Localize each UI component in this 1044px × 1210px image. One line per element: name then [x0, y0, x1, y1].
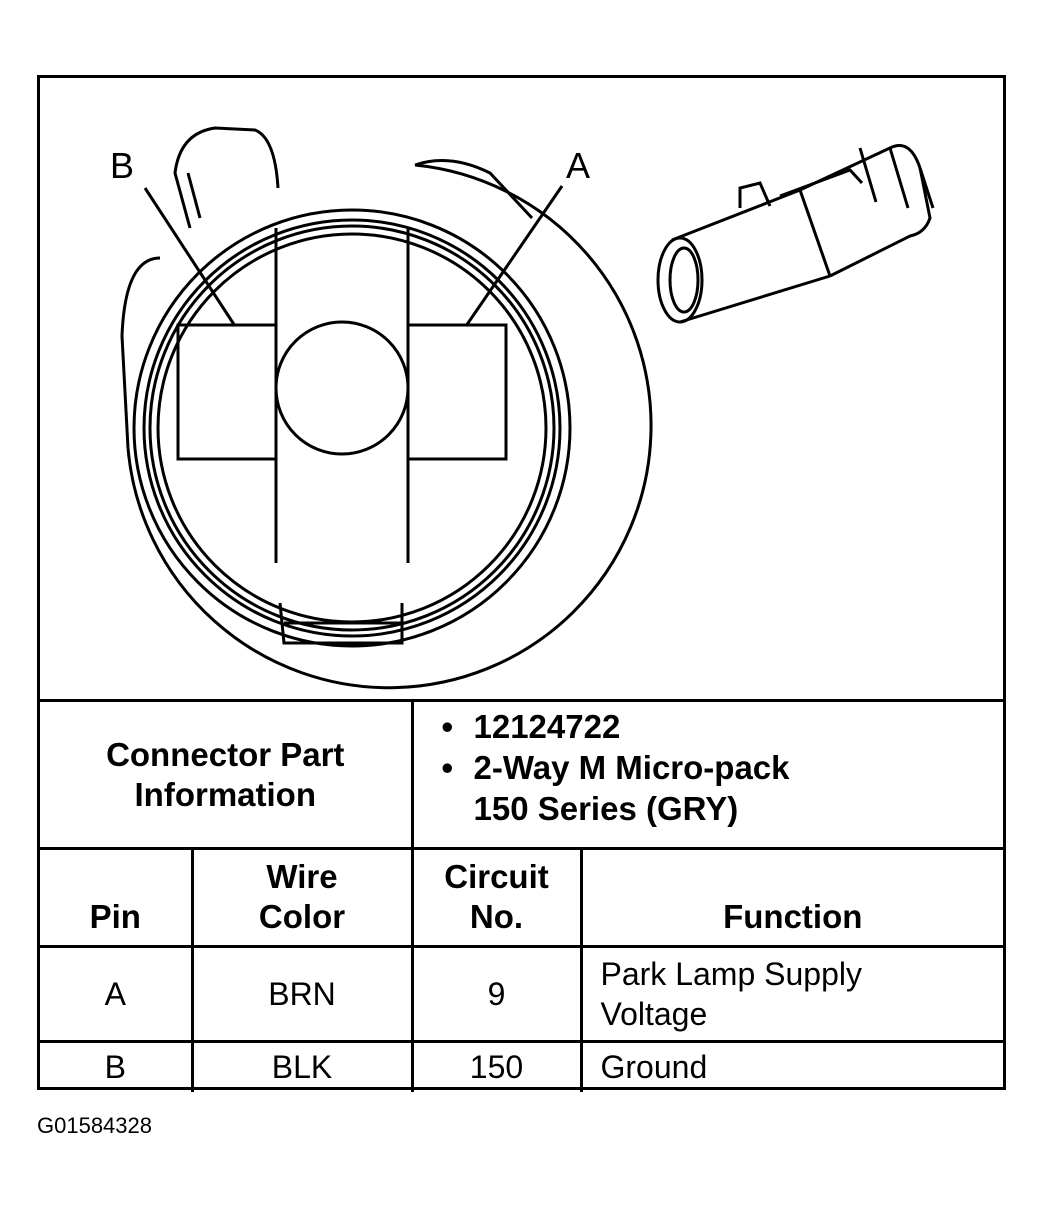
connector-info-table: Connector Part Information 12124722 2-Wa…	[40, 699, 1003, 1092]
wire-color-cell: BRN	[190, 945, 414, 1043]
pin-a-callout: A	[566, 145, 591, 186]
connector-part-info-values: 12124722 2-Way M Micro-pack 150 Series (…	[410, 699, 1004, 850]
connector-side-view	[656, 144, 935, 324]
pin-b-callout: B	[110, 145, 135, 186]
outer-shroud-arc	[126, 163, 653, 690]
table-row: B BLK 150 Ground	[40, 1040, 1003, 1092]
leader-line-a	[464, 185, 564, 327]
function-cell: Ground	[579, 1040, 1003, 1092]
connector-drawing: B A	[40, 78, 1003, 699]
connector-part-info-label: Connector Part Information	[40, 699, 414, 850]
latch-tab	[173, 126, 280, 229]
part-number: 12124722	[442, 706, 1004, 747]
pin-cell: B	[40, 1040, 194, 1092]
figure-id: G01584328	[37, 1113, 152, 1138]
circuit-no-cell: 150	[410, 1040, 583, 1092]
connector-part-info-text: Connector Part Information	[106, 735, 345, 813]
connector-diagram-frame: B A Connector Part Information 12124722 …	[37, 75, 1006, 1092]
header-pin: Pin	[40, 847, 194, 948]
circuit-no-cell: 9	[410, 945, 583, 1043]
part-description: 2-Way M Micro-pack 150 Series (GRY)	[442, 747, 1004, 829]
outer-ring	[132, 208, 572, 648]
header-wire-color: Wire Color	[190, 847, 414, 948]
connector-face-illustration	[120, 126, 935, 690]
header-function: Function	[579, 847, 1003, 948]
pin-cell: A	[40, 945, 194, 1043]
leader-line-b	[143, 187, 237, 327]
header-circuit-no: Circuit No.	[410, 847, 583, 948]
wire-color-cell: BLK	[190, 1040, 414, 1092]
function-cell: Park Lamp Supply Voltage	[579, 945, 1003, 1043]
table-row: A BRN 9 Park Lamp Supply Voltage	[40, 945, 1003, 1043]
